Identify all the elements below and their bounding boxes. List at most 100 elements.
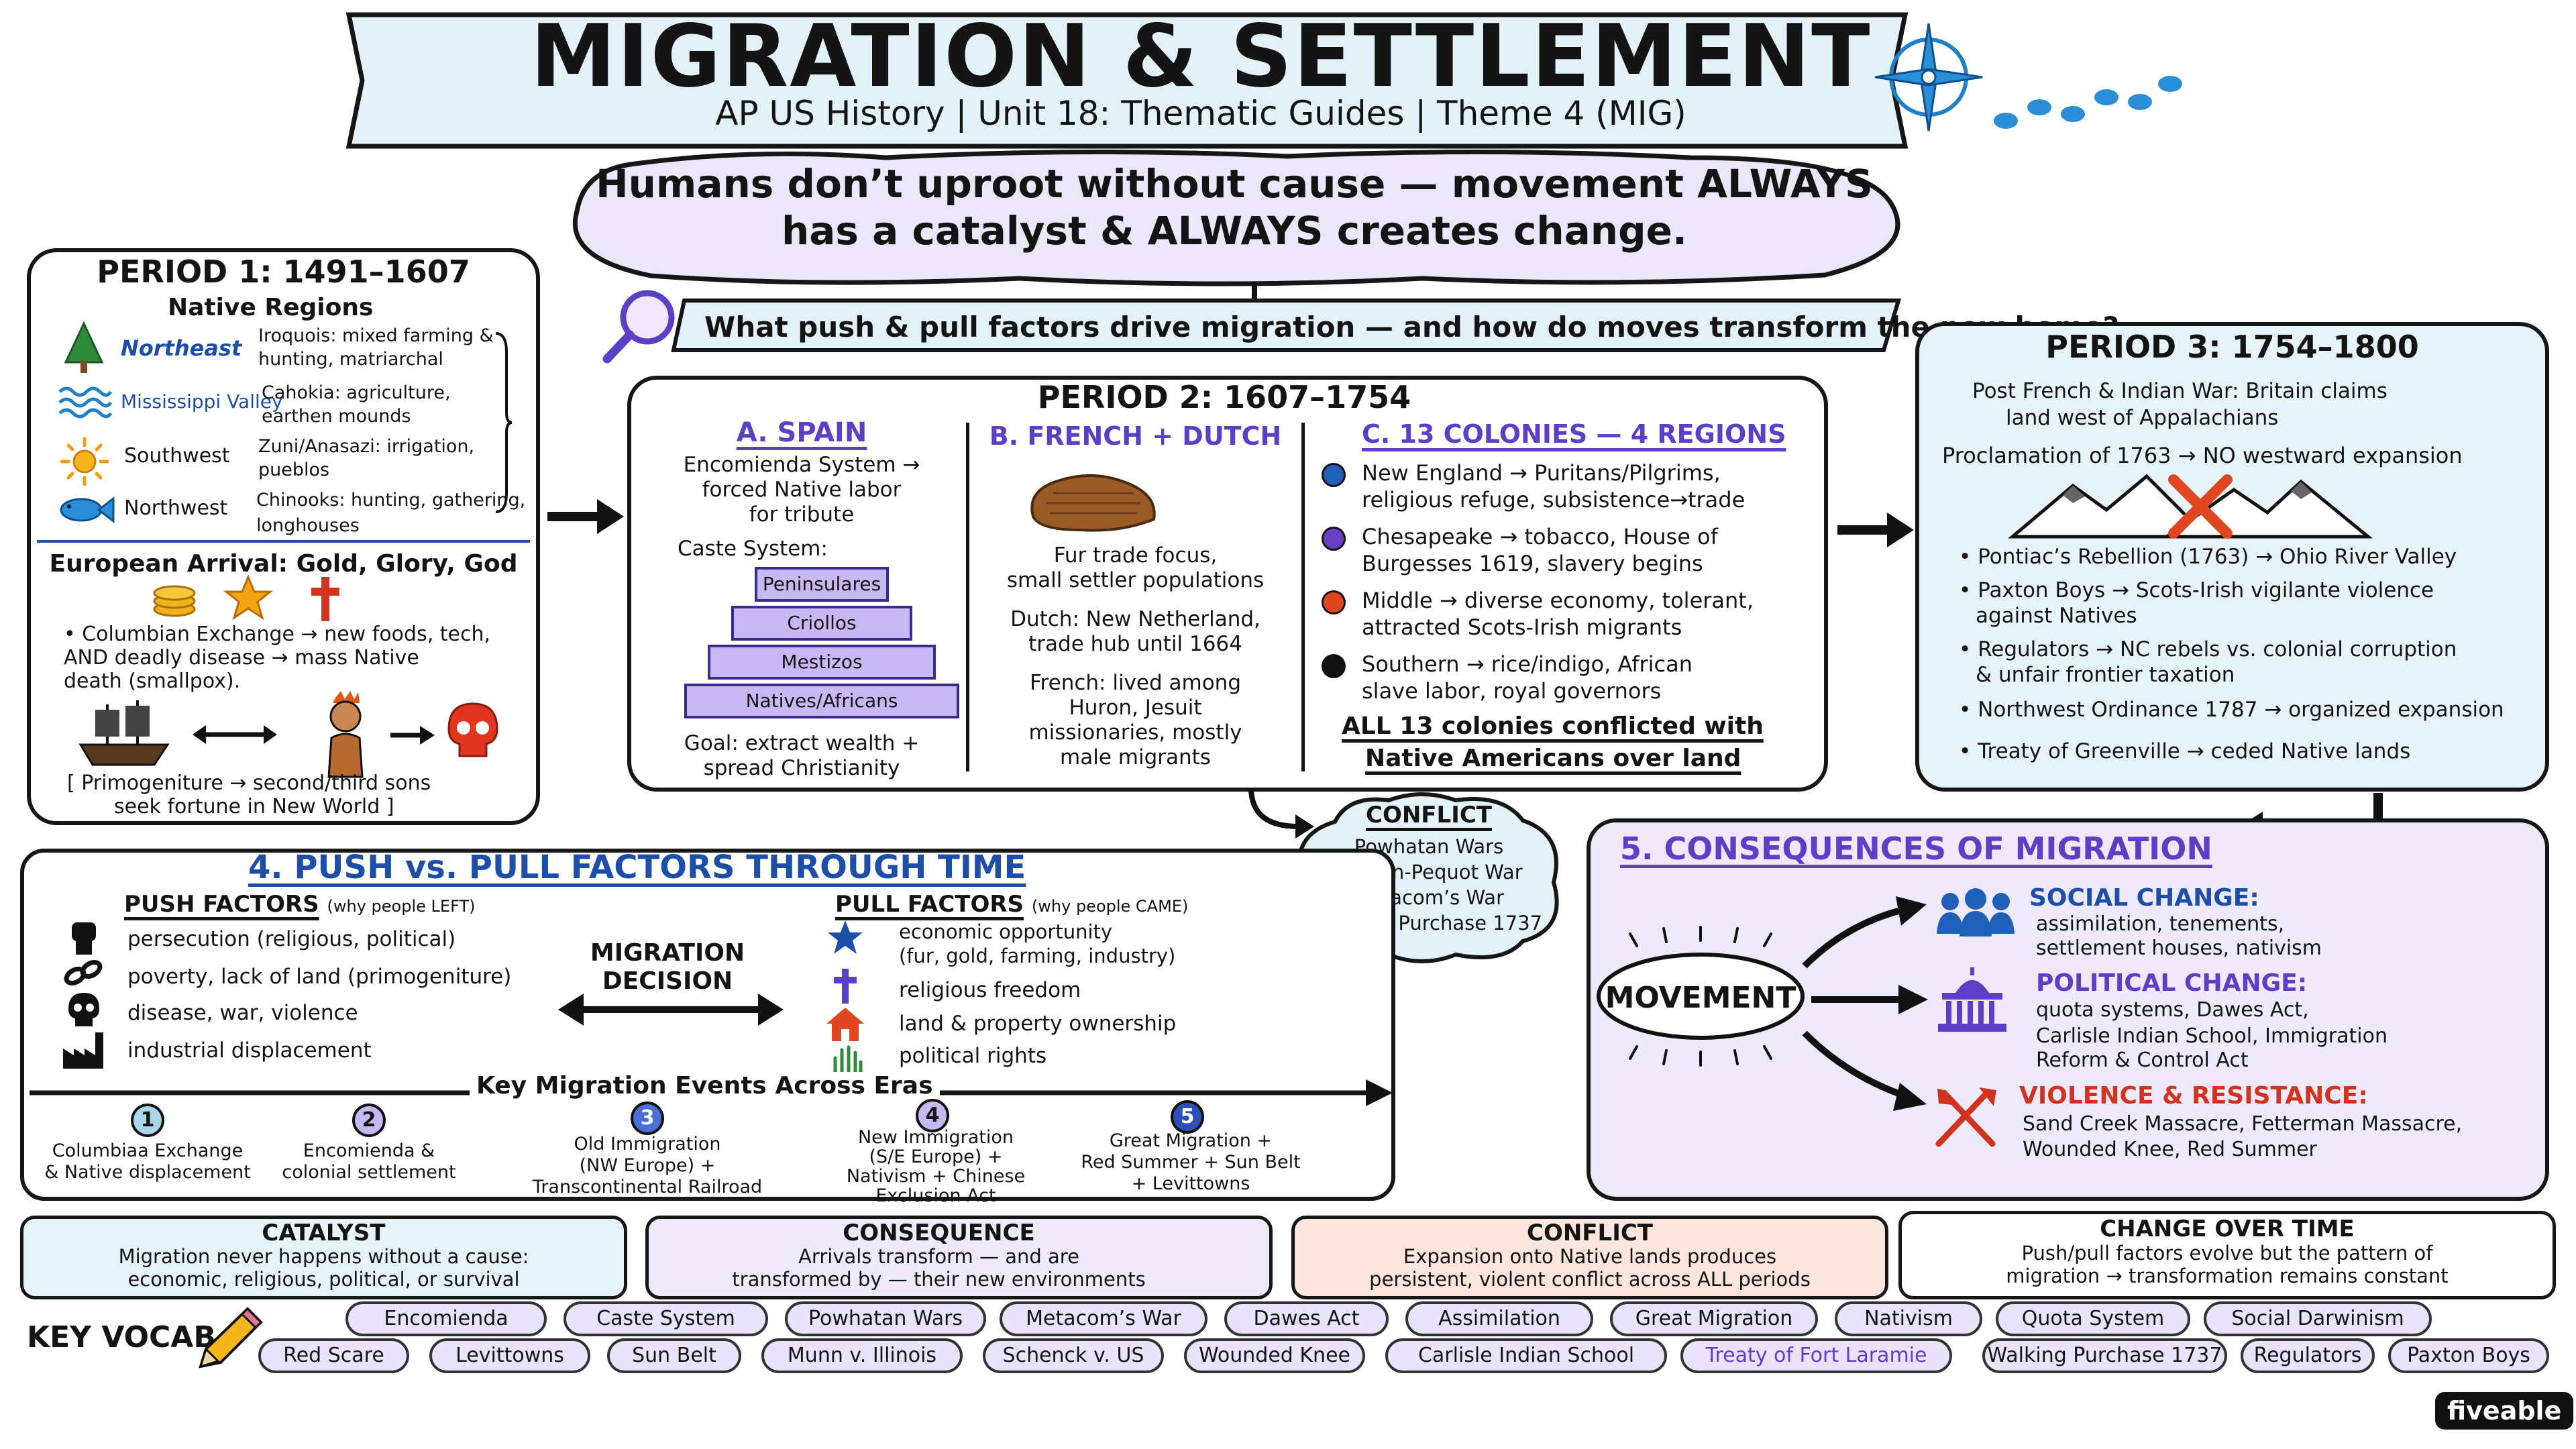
french-text: male migrants (1060, 745, 1211, 769)
event-number: 4 (916, 1099, 949, 1132)
event-text: Great Migration + (1109, 1130, 1273, 1151)
colony-region: New England → Puritans/Pilgrims, (1362, 460, 1721, 486)
tree-icon (64, 321, 104, 373)
pull-factor: political rights (899, 1044, 1047, 1068)
french-text: Huron, Jesuit (1069, 696, 1202, 720)
event-text: Old Immigration (574, 1134, 721, 1155)
colony-bullet (1322, 463, 1346, 487)
vocab-term: Regulators (2241, 1338, 2375, 1373)
vocab-term: Assimilation (1405, 1301, 1593, 1336)
vocab-term: Powhatan Wars (785, 1301, 986, 1336)
region-name-northwest: Northwest (124, 496, 228, 520)
period2-title: PERIOD 2: 1607–1754 (1037, 379, 1411, 415)
arrow-p2-conflict (1248, 787, 1314, 839)
theme-text: Push/pull factors evolve but the pattern… (2021, 1242, 2433, 1265)
period3-card (1915, 322, 2549, 792)
movement-label: MOVEMENT (1605, 981, 1796, 1015)
violence-heading: VIOLENCE & RESISTANCE: (2019, 1082, 2368, 1110)
fist-icon (72, 922, 96, 955)
star-icon (828, 920, 863, 954)
region-desc: hunting, matriarchal (258, 349, 443, 370)
political-change-text: quota systems, Dawes Act, (2036, 998, 2309, 1022)
event-number: 5 (1171, 1100, 1204, 1134)
period3-bullet: & unfair frontier taxation (1976, 663, 2235, 687)
vocab-term: Paxton Boys (2388, 1338, 2549, 1373)
event-text: colonial settlement (282, 1162, 456, 1183)
vocab-term: Great Migration (1610, 1301, 1818, 1336)
event-number: 2 (352, 1104, 386, 1137)
period3-bullet: • Paxton Boys → Scots-Irish vigilante vi… (1959, 578, 2434, 602)
compass-icon (1874, 23, 1983, 131)
period3-title: PERIOD 3: 1754–1800 (2045, 329, 2419, 365)
colony-region: attracted Scots-Irish migrants (1362, 614, 1682, 640)
theme-text: persistent, violent conflict across ALL … (1369, 1268, 1811, 1291)
event-text: + Levittowns (1131, 1173, 1250, 1194)
period3-bullet: • Treaty of Greenville → ceded Native la… (1959, 739, 2411, 763)
colony-region: slave labor, royal governors (1362, 678, 1662, 704)
migration-decision: MIGRATION (590, 939, 745, 967)
push-factor: persecution (religious, political) (127, 927, 456, 951)
push-heading: PUSH FACTORS (why people LEFT) (124, 891, 476, 918)
region-desc: Cahokia: agriculture, (262, 382, 451, 403)
french-dutch-heading: B. FRENCH + DUTCH (989, 421, 1282, 451)
event-text: Transcontinental Railroad (532, 1177, 763, 1197)
skull-icon (68, 993, 99, 1026)
colony-region: Burgesses 1619, slavery begins (1362, 551, 1703, 576)
question-banner (671, 299, 1902, 352)
period2-divider (966, 423, 969, 771)
theme-conflict (1291, 1216, 1888, 1299)
pull-factor: land & property ownership (899, 1012, 1177, 1036)
native-person-icon (327, 691, 364, 778)
vocab-term: Caste System (564, 1301, 768, 1336)
period3-bullet: • Regulators → NC rebels vs. colonial co… (1959, 637, 2457, 661)
cross-icon (834, 969, 857, 1004)
period3-bullet: • Pontiac’s Rebellion (1763) → Ohio Rive… (1959, 545, 2457, 569)
all13-note: ALL 13 colonies conflicted with (1342, 712, 1764, 740)
european-arrival: European Arrival: Gold, Glory, God (49, 550, 518, 578)
thesis-line-1: Humans don’t uproot without cause — move… (596, 161, 1873, 207)
region-name-southwest: Southwest (124, 444, 230, 468)
caste-tier: Natives/Africans (684, 684, 959, 718)
cross-icon (311, 577, 339, 621)
skull-icon (447, 702, 498, 757)
primogeniture-note: seek fortune in New World ] (114, 795, 394, 818)
colony-bullet (1322, 654, 1346, 678)
theme-title: CONSEQUENCE (843, 1220, 1035, 1246)
dutch-text: trade hub until 1664 (1028, 632, 1242, 656)
encomienda-text: Encomienda System → (683, 453, 920, 477)
region-desc: earthen mounds (262, 406, 411, 427)
pull-factor: (fur, gold, farming, industry) (899, 945, 1176, 967)
event-number: 1 (131, 1104, 164, 1137)
theme-title: CONFLICT (1527, 1220, 1653, 1246)
encomienda-text: for tribute (749, 502, 855, 527)
arrow-right (390, 726, 435, 745)
columbian-exchange: • Columbian Exchange → new foods, tech, (64, 623, 491, 646)
caste-tier: Criollos (731, 606, 912, 641)
period1-title: PERIOD 1: 1491–1607 (97, 254, 470, 290)
key-vocab-label: KEY VOCAB (27, 1320, 216, 1354)
social-change-text: settlement houses, nativism (2036, 936, 2322, 960)
vocab-term: Schenck v. US (983, 1338, 1164, 1373)
spain-heading: A. SPAIN (736, 417, 867, 448)
sun-icon (60, 437, 109, 486)
thesis-line-2: has a catalyst & ALWAYS creates change. (781, 208, 1687, 254)
region-desc: Iroquois: mixed farming & (258, 325, 494, 346)
encomienda-text: forced Native labor (702, 478, 902, 502)
period1-divider (37, 540, 530, 543)
theme-change-over-time (1898, 1211, 2556, 1299)
region-desc: Zuni/Anasazi: irrigation, (258, 436, 475, 457)
event-text: (S/E Europe) + (869, 1146, 1003, 1167)
columbian-exchange: death (smallpox). (64, 669, 241, 693)
vocab-term: Social Darwinism (2204, 1301, 2432, 1336)
push-pull-card (20, 849, 1395, 1201)
timeline-label: Key Migration Events Across Eras (470, 1072, 940, 1099)
coins-icon (153, 585, 196, 617)
hand-icon (830, 1045, 865, 1079)
arrow-p1-p2 (547, 499, 624, 534)
conflict-heading: CONFLICT (1366, 802, 1492, 828)
vocab-term: Metacom’s War (1000, 1301, 1208, 1336)
primogeniture-note: [ Primogeniture → second/third sons (67, 771, 431, 795)
region-name-mississippi: Mississippi Valley (121, 390, 283, 413)
vocab-term: Treaty of Fort Laramie (1680, 1338, 1952, 1373)
vocab-term: Levittowns (429, 1338, 590, 1373)
